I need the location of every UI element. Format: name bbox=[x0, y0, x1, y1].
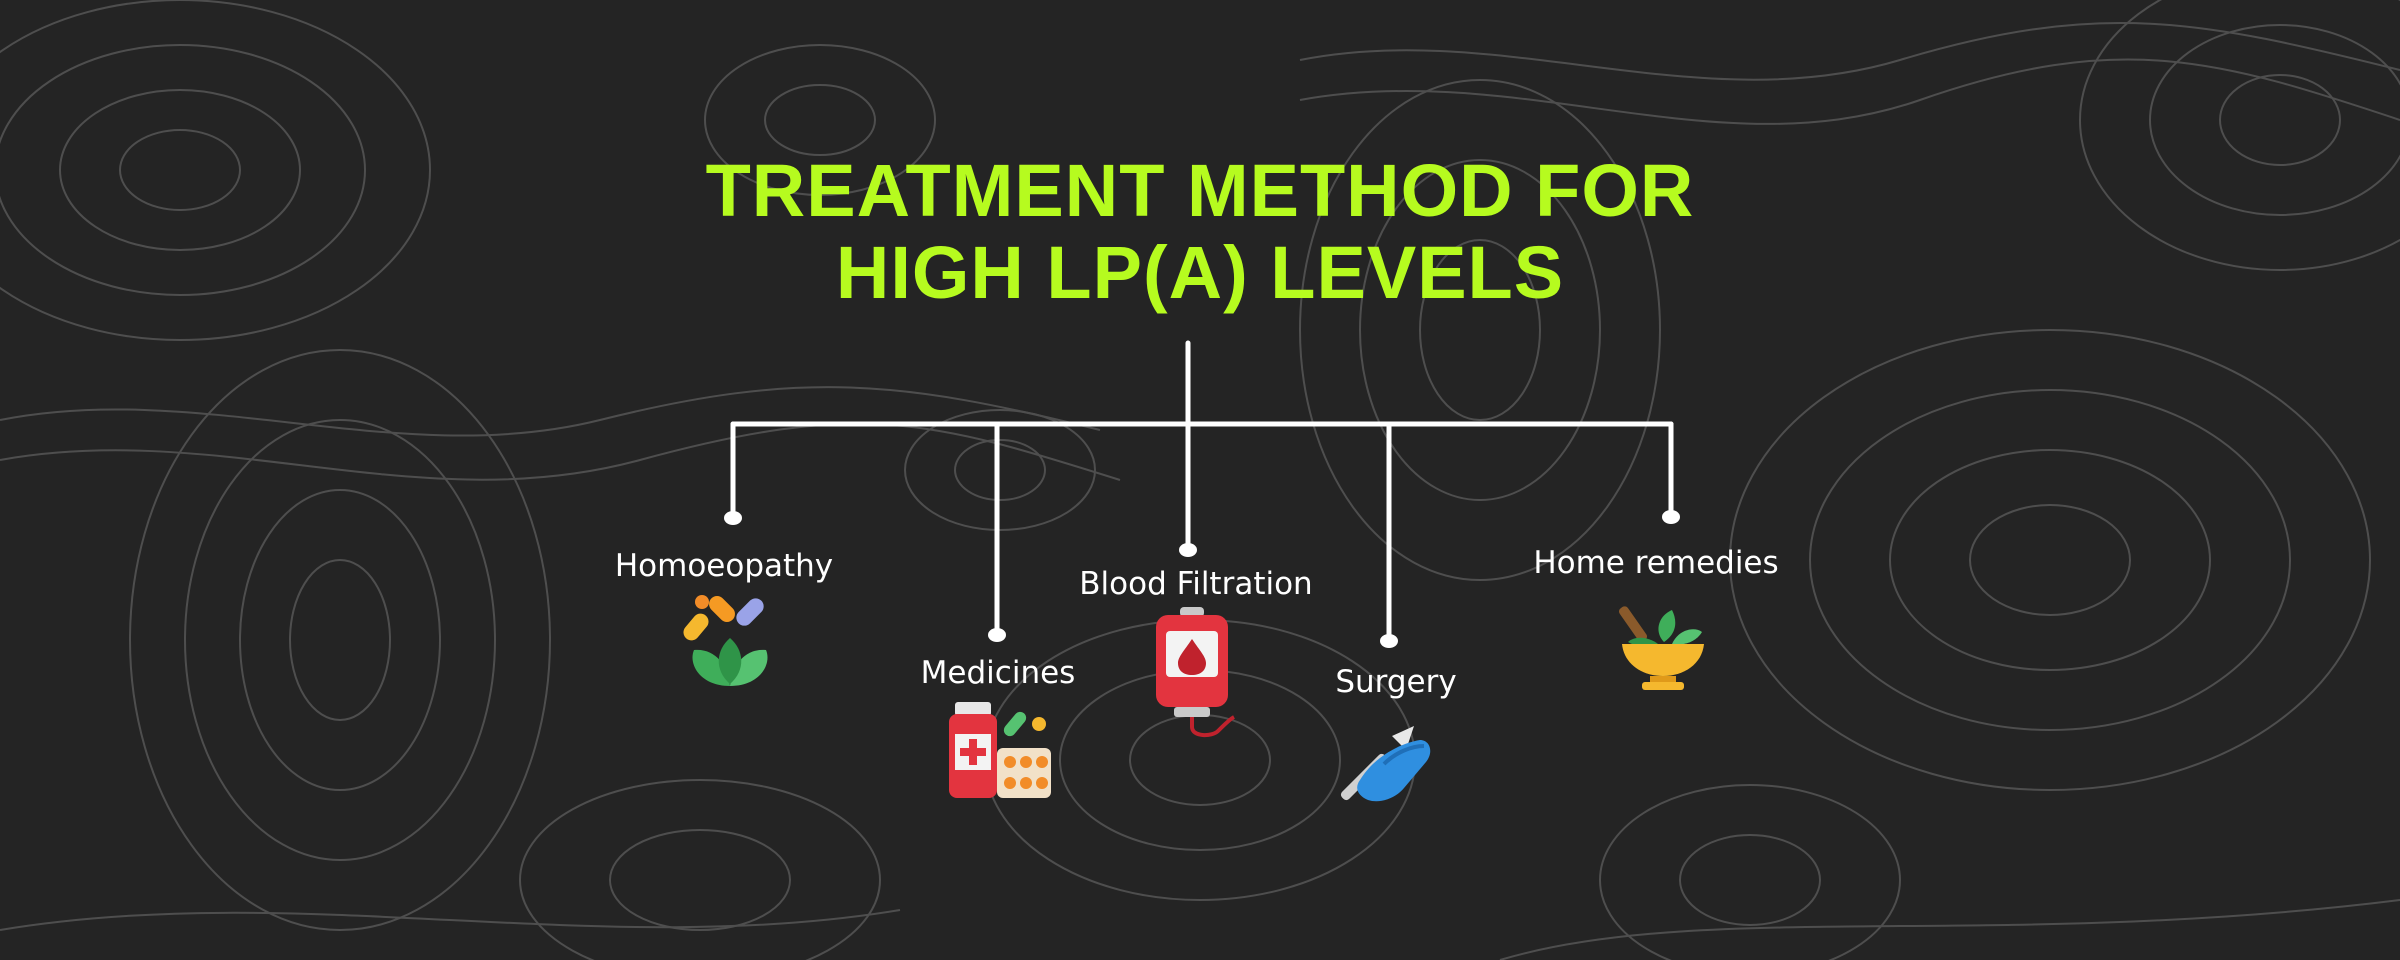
label-surgery: Surgery bbox=[1335, 664, 1457, 700]
diagram-title: TREATMENT METHOD FOR HIGH LP(A) LEVELS bbox=[600, 150, 1800, 314]
medicine-bottle-icon bbox=[949, 702, 1051, 798]
node-homoeopathy bbox=[724, 511, 742, 525]
label-home-remedies: Home remedies bbox=[1533, 545, 1779, 581]
blood-bag-icon bbox=[1156, 607, 1235, 738]
pills-and-leaves-icon bbox=[683, 595, 768, 686]
mortar-herbs-icon bbox=[1619, 606, 1704, 690]
label-medicines: Medicines bbox=[920, 655, 1076, 691]
label-blood-filtration: Blood Filtration bbox=[1079, 566, 1313, 602]
node-medicines bbox=[988, 628, 1006, 642]
node-home-remedies bbox=[1662, 510, 1680, 524]
title-line-2: HIGH LP(A) LEVELS bbox=[835, 231, 1565, 314]
label-homoeopathy: Homoeopathy bbox=[614, 548, 834, 584]
node-blood-filtration bbox=[1179, 543, 1197, 557]
scalpel-icon bbox=[1340, 726, 1431, 802]
node-surgery bbox=[1380, 634, 1398, 648]
title-line-1: TREATMENT METHOD FOR bbox=[705, 149, 1695, 232]
